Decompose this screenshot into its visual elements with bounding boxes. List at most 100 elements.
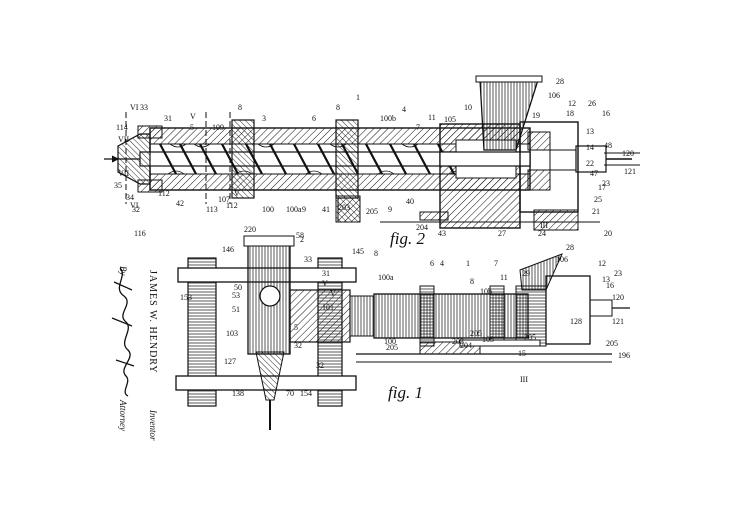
reference-numeral: 24 — [538, 229, 546, 238]
reference-numeral: 4 — [402, 105, 406, 114]
reference-numeral: 205 — [470, 329, 482, 338]
reference-numeral: 21 — [592, 207, 600, 216]
reference-numeral: 50 — [234, 283, 242, 292]
reference-numeral: 16 — [606, 281, 614, 290]
reference-numeral: 100a — [378, 273, 394, 282]
reference-numeral: 6 — [312, 114, 316, 123]
reference-numeral: VII — [118, 135, 129, 144]
reference-numeral: 3 — [262, 114, 266, 123]
reference-numeral: 31 — [164, 114, 172, 123]
reference-numeral: 112 — [158, 189, 170, 198]
inventor-name: JAMES W. HENDRY — [147, 270, 158, 374]
reference-numeral: 100a — [286, 205, 302, 214]
reference-numeral: 154 — [300, 389, 312, 398]
reference-numeral: 19 — [532, 111, 540, 120]
reference-numeral: 105 — [482, 335, 494, 344]
reference-numeral: 8 — [336, 103, 340, 112]
reference-numeral: 13 — [586, 127, 594, 136]
reference-numeral: VI — [130, 103, 139, 112]
reference-numeral: 1 — [356, 93, 360, 102]
reference-numeral: 70 — [286, 389, 294, 398]
reference-numeral: 138 — [232, 389, 244, 398]
reference-numeral: 153 — [180, 293, 192, 302]
reference-numeral: III — [520, 375, 528, 384]
reference-numeral: 205 — [606, 339, 618, 348]
reference-numeral: 12 — [568, 99, 576, 108]
reference-numeral: 7 — [494, 259, 498, 268]
reference-numeral: 48 — [604, 141, 612, 150]
reference-numeral: 14 — [586, 143, 594, 152]
reference-numeral: 33 — [304, 255, 312, 264]
reference-numeral: 5 — [190, 123, 194, 132]
reference-numeral: VII — [118, 169, 129, 178]
reference-numeral: 8 — [374, 249, 378, 258]
reference-numeral: 205 — [366, 207, 378, 216]
figure-1-elevation — [175, 235, 630, 430]
reference-numeral: 17 — [598, 183, 606, 192]
reference-numeral: 47 — [590, 169, 598, 178]
reference-numeral: 34 — [126, 193, 134, 202]
reference-numeral: 43 — [438, 229, 446, 238]
reference-numeral: 5 — [294, 323, 298, 332]
reference-numeral: 18 — [566, 109, 574, 118]
reference-numeral: 10b — [480, 287, 492, 296]
reference-numeral: 12 — [598, 259, 606, 268]
reference-numeral: 7 — [416, 123, 420, 132]
fig1-caption: fig. 1 — [388, 383, 423, 402]
reference-numeral: 203 — [338, 203, 350, 212]
reference-numeral: 4 — [440, 259, 444, 268]
reference-numeral: 35 — [114, 181, 122, 190]
reference-numeral: 11 — [428, 113, 436, 122]
reference-numeral: 127 — [224, 357, 236, 366]
by-word: By — [118, 266, 128, 276]
reference-numeral: 53 — [232, 291, 240, 300]
reference-numeral: 10 — [464, 103, 472, 112]
reference-numeral: 32 — [316, 361, 324, 370]
reference-numeral: 107 — [218, 195, 230, 204]
reference-numeral: 8 — [470, 277, 474, 286]
reference-numeral: 204 — [416, 223, 428, 232]
reference-numeral: 20 — [604, 229, 612, 238]
reference-numeral: 6 — [430, 259, 434, 268]
reference-numeral: 42 — [176, 199, 184, 208]
reference-numeral: V — [330, 289, 336, 298]
reference-numeral: 100 — [262, 205, 274, 214]
reference-numeral: 28 — [556, 77, 564, 86]
reference-numeral: 32 — [132, 205, 140, 214]
reference-numeral: 58 — [296, 231, 304, 240]
reference-numeral: 9 — [302, 205, 306, 214]
reference-numeral: 13 — [602, 275, 610, 284]
inventor-signature-block: JAMES W. HENDRY Inventor By Attorney — [118, 266, 158, 441]
reference-numeral: 128 — [570, 317, 582, 326]
reference-numeral: 121 — [612, 317, 624, 326]
reference-numeral: 203 — [452, 337, 464, 346]
reference-numeral: 112 — [226, 201, 238, 210]
reference-numeral: V — [190, 112, 196, 121]
reference-numeral: 196 — [618, 351, 630, 360]
reference-numeral: 220 — [244, 225, 256, 234]
reference-numeral: 109 — [212, 123, 224, 132]
reference-numeral: 205 — [386, 343, 398, 352]
reference-numeral: 23 — [614, 269, 622, 278]
reference-numeral: 2 — [300, 235, 304, 244]
reference-numeral: 28 — [566, 243, 574, 252]
reference-numeral: 29 — [522, 269, 530, 278]
reference-numeral: 120 — [622, 149, 634, 158]
reference-numeral: 31 — [322, 269, 330, 278]
reference-numeral: 116 — [134, 229, 146, 238]
reference-numeral: 9 — [388, 205, 392, 214]
reference-numeral: 25 — [594, 195, 602, 204]
attorney-handwritten-signature — [111, 267, 135, 397]
reference-numeral: 106 — [548, 91, 560, 100]
reference-numeral: 51 — [232, 305, 240, 314]
reference-numeral: V — [322, 279, 328, 288]
reference-numeral: 106 — [556, 255, 568, 264]
fig2-caption: fig. 2 — [390, 229, 425, 248]
reference-numeral: V — [234, 189, 240, 198]
reference-numeral: 145 — [352, 247, 364, 256]
reference-numeral: VI — [130, 201, 139, 210]
